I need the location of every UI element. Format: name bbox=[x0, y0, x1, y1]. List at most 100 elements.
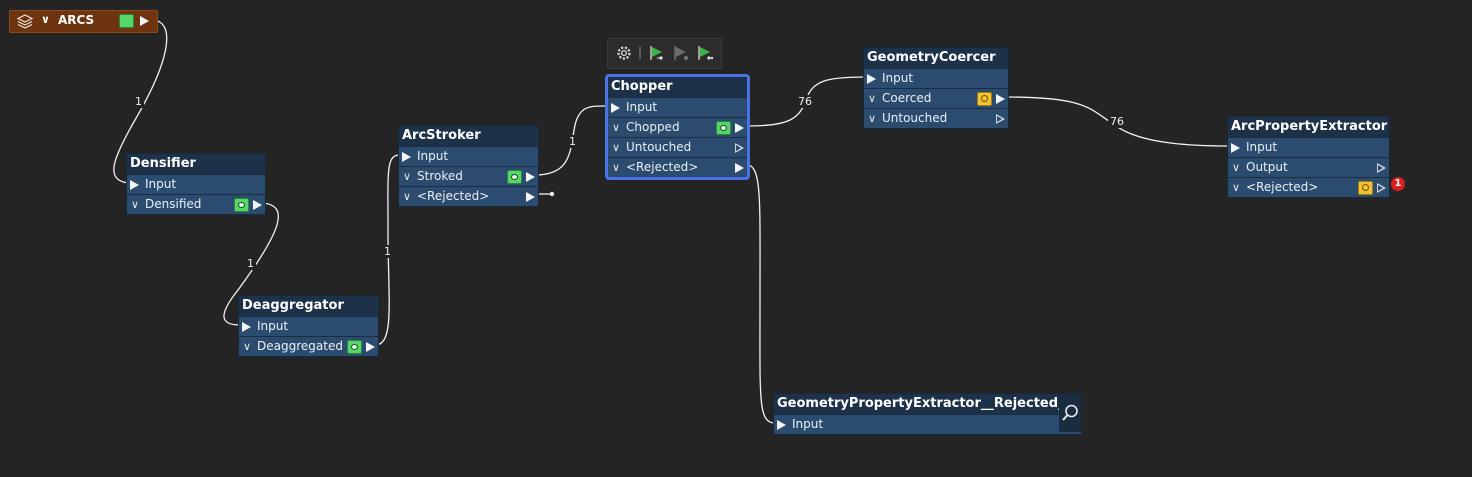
output-port-arrow[interactable] bbox=[253, 200, 262, 210]
input-port-arrow[interactable] bbox=[1231, 143, 1240, 153]
port-label: <Rejected> bbox=[626, 160, 699, 174]
port-label: <Rejected> bbox=[1246, 180, 1319, 194]
chevron-down-icon[interactable]: ∨ bbox=[403, 170, 412, 183]
output-port-deaggregated[interactable]: ∨ Deaggregated bbox=[239, 336, 378, 356]
output-port-untouched[interactable]: ∨ Untouched bbox=[864, 108, 1008, 128]
transformer-chopper[interactable]: Chopper Input ∨ Chopped ∨ Untouched ∨ <R… bbox=[605, 74, 750, 180]
input-port[interactable]: Input bbox=[1228, 137, 1389, 157]
chevron-down-icon[interactable]: ∨ bbox=[612, 121, 621, 134]
output-port-chopped[interactable]: ∨ Chopped bbox=[608, 117, 747, 137]
output-port-output[interactable]: ∨ Output bbox=[1228, 157, 1389, 177]
layers-icon bbox=[16, 14, 34, 29]
output-port-untouched[interactable]: ∨ Untouched bbox=[608, 137, 747, 157]
error-count-badge[interactable]: 1 bbox=[1391, 177, 1405, 191]
input-port[interactable]: Input bbox=[864, 68, 1008, 88]
output-port-arrow[interactable] bbox=[996, 114, 1005, 124]
run-to-icon[interactable] bbox=[696, 44, 714, 62]
transformer-toolbar: | bbox=[607, 38, 722, 69]
port-label: Input bbox=[145, 177, 177, 191]
port-label: Densified bbox=[145, 197, 202, 211]
input-port[interactable]: Input bbox=[127, 174, 265, 194]
connection-count: 1 bbox=[567, 135, 578, 148]
output-port-stroked[interactable]: ∨ Stroked bbox=[399, 166, 538, 186]
wire-end-dot bbox=[549, 191, 555, 197]
connection-count: 1 bbox=[133, 95, 144, 108]
cache-icon[interactable] bbox=[1358, 181, 1373, 195]
transformer-arcstroker[interactable]: ArcStroker Input ∨ Stroked ∨ <Rejected> bbox=[398, 125, 539, 207]
chevron-down-icon[interactable]: ∨ bbox=[612, 161, 621, 174]
transformer-title: GeometryCoercer bbox=[864, 48, 1008, 68]
eye-icon[interactable] bbox=[507, 170, 522, 184]
chevron-down-icon[interactable]: ∨ bbox=[1232, 181, 1241, 194]
port-label: Deaggregated bbox=[257, 339, 343, 353]
connection-count: 76 bbox=[1108, 115, 1126, 128]
input-port-arrow[interactable] bbox=[130, 180, 139, 190]
output-port-densified[interactable]: ∨ Densified bbox=[127, 194, 265, 214]
run-icon[interactable] bbox=[648, 44, 666, 62]
chevron-down-icon[interactable]: ∨ bbox=[403, 190, 412, 203]
transformer-deaggregator[interactable]: Deaggregator Input ∨ Deaggregated bbox=[238, 295, 379, 357]
output-port-coerced[interactable]: ∨ Coerced bbox=[864, 88, 1008, 108]
eye-icon[interactable] bbox=[716, 121, 731, 135]
cache-icon[interactable] bbox=[977, 92, 992, 106]
input-port-arrow[interactable] bbox=[867, 74, 876, 84]
output-port-rejected[interactable]: ∨ <Rejected> bbox=[399, 186, 538, 206]
input-port[interactable]: Input bbox=[239, 316, 378, 336]
transformer-title: ArcStroker bbox=[399, 126, 538, 146]
input-port-arrow[interactable] bbox=[611, 103, 620, 113]
chevron-down-icon[interactable]: ∨ bbox=[41, 13, 50, 26]
output-port-arrow[interactable] bbox=[735, 143, 744, 153]
input-port[interactable]: Input bbox=[608, 97, 747, 117]
port-label: Untouched bbox=[882, 111, 948, 125]
port-label: Untouched bbox=[626, 140, 692, 154]
wire-chopper-inspector bbox=[743, 163, 776, 424]
output-port-arrow[interactable] bbox=[1377, 163, 1386, 173]
transformer-arcpropertyextractor[interactable]: ArcPropertyExtractor Input ∨ Output ∨ <R… bbox=[1227, 116, 1390, 198]
chevron-down-icon[interactable]: ∨ bbox=[612, 141, 621, 154]
transformer-title: Deaggregator bbox=[239, 296, 378, 316]
port-label: Input bbox=[792, 417, 824, 431]
chevron-down-icon[interactable]: ∨ bbox=[131, 198, 140, 211]
port-label: Coerced bbox=[882, 91, 932, 105]
chevron-down-icon[interactable]: ∨ bbox=[868, 92, 877, 105]
port-label: Output bbox=[1246, 160, 1288, 174]
output-port-rejected[interactable]: ∨ <Rejected> bbox=[608, 157, 747, 177]
output-port-arrow[interactable] bbox=[996, 94, 1005, 104]
input-port-arrow[interactable] bbox=[402, 152, 411, 162]
run-stop-icon[interactable] bbox=[672, 44, 690, 62]
inspect-button[interactable] bbox=[1059, 394, 1081, 432]
transformer-densifier[interactable]: Densifier Input ∨ Densified bbox=[126, 153, 266, 215]
chevron-down-icon[interactable]: ∨ bbox=[243, 340, 252, 353]
gear-icon[interactable] bbox=[615, 44, 633, 62]
transformer-title: GeometryPropertyExtractor__Rejected_ bbox=[774, 394, 1081, 414]
input-port-arrow[interactable] bbox=[242, 322, 251, 332]
transformer-geometrycoercer[interactable]: GeometryCoercer Input ∨ Coerced ∨ Untouc… bbox=[863, 47, 1009, 129]
chevron-down-icon[interactable]: ∨ bbox=[1232, 161, 1241, 174]
port-label: Chopped bbox=[626, 120, 680, 134]
output-port-arrow[interactable] bbox=[735, 163, 744, 173]
port-label: <Rejected> bbox=[417, 189, 490, 203]
transformer-title: Chopper bbox=[608, 77, 747, 97]
inspector-geometrypropertyextractor-rejected[interactable]: GeometryPropertyExtractor__Rejected_ Inp… bbox=[773, 393, 1082, 435]
chevron-down-icon[interactable]: ∨ bbox=[868, 112, 877, 125]
output-port-arrow[interactable] bbox=[366, 342, 375, 352]
output-port-arrow[interactable] bbox=[1377, 183, 1386, 193]
output-port-arrow[interactable] bbox=[526, 192, 535, 202]
output-port-arrow[interactable] bbox=[526, 172, 535, 182]
port-label: Input bbox=[626, 100, 658, 114]
input-port[interactable]: Input bbox=[774, 414, 1058, 434]
output-port-arrow[interactable] bbox=[140, 16, 149, 26]
toolbar-separator: | bbox=[638, 45, 643, 59]
input-port-arrow[interactable] bbox=[777, 420, 786, 430]
output-port-arrow[interactable] bbox=[735, 123, 744, 133]
input-port[interactable]: Input bbox=[399, 146, 538, 166]
output-port-rejected[interactable]: ∨ <Rejected> bbox=[1228, 177, 1389, 197]
eye-icon[interactable] bbox=[347, 340, 362, 354]
eye-icon[interactable] bbox=[234, 198, 249, 212]
reader-feature-type-arcs[interactable]: ∨ ARCS bbox=[9, 10, 158, 33]
eye-icon[interactable] bbox=[119, 14, 134, 28]
transformer-title: ArcPropertyExtractor bbox=[1228, 117, 1389, 137]
port-label: Input bbox=[882, 71, 914, 85]
connection-count: 76 bbox=[796, 95, 814, 108]
